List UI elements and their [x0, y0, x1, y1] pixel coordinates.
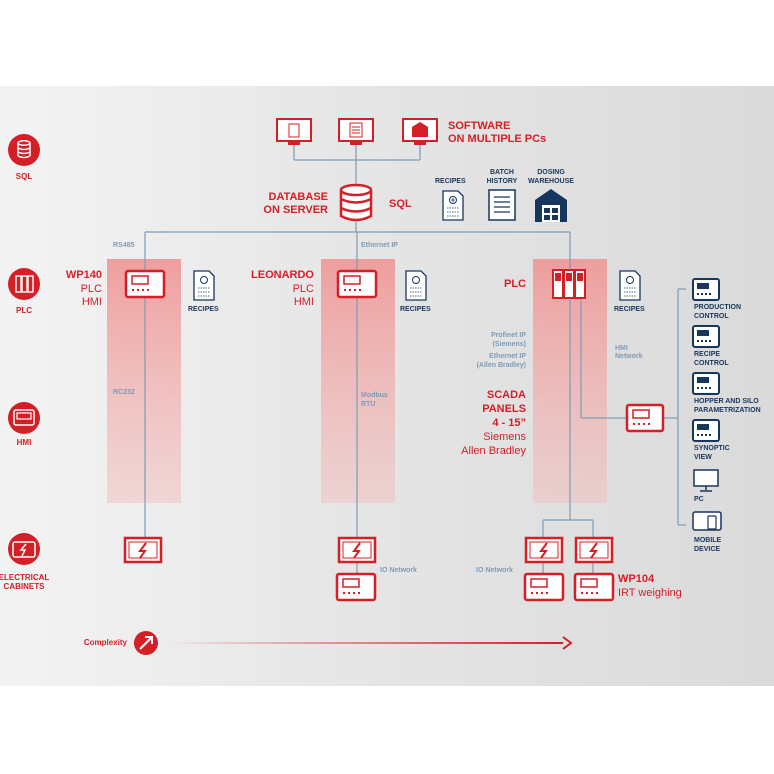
left-label-sql: SQL	[15, 172, 33, 181]
profinet-label-2: (Siemens)	[492, 341, 526, 348]
left-label-hmi: HMI	[16, 438, 32, 447]
wp140-line3: HMI	[81, 296, 102, 308]
ethernetip-ab-label-1: Ethernet IP	[489, 353, 526, 360]
modbus-label-2: RTU	[361, 401, 376, 408]
wp104-title: WP104	[618, 573, 655, 585]
software-monitor-3	[402, 118, 438, 145]
software-monitor-1	[276, 118, 312, 145]
right-item-3-line1: HOPPER AND SILO	[694, 398, 759, 405]
software-monitor-2	[338, 118, 374, 145]
left-sql-icon	[8, 134, 40, 166]
batch-history-icon	[488, 189, 516, 221]
wp104-icon	[573, 572, 615, 602]
wp140-hmi-icon	[124, 269, 166, 299]
leonardo-recipe-icon	[405, 270, 427, 301]
right-item-4-line2: VIEW	[694, 454, 712, 461]
synoptic-view-icon	[692, 419, 720, 442]
right-item-1-line2: CONTROL	[694, 313, 729, 320]
ethernetip-ab-label-2: (Allen Bradley)	[476, 362, 526, 369]
leonardo-title: LEONARDO	[251, 269, 314, 281]
dosing-label-2: WAREHOUSE	[528, 178, 574, 185]
io-hmi-plc-1-icon	[523, 572, 565, 602]
software-label-1: SOFTWARE	[448, 120, 511, 132]
plc-title: PLC	[504, 278, 526, 290]
dosing-label-1: DOSING	[537, 169, 565, 176]
right-item-6-line2: DEVICE	[694, 546, 721, 553]
right-item-4-line1: SYNOPTIC	[694, 445, 730, 452]
wp104-desc: IRT weighing	[618, 587, 682, 599]
production-control-icon	[692, 278, 720, 301]
batch-label-1: BATCH	[490, 169, 514, 176]
leonardo-line3: HMI	[293, 296, 314, 308]
left-label-cabinets-2: CABINETS	[3, 582, 45, 591]
rs485-label: RS485	[113, 242, 135, 249]
leonardo-line2: PLC	[292, 283, 314, 295]
ethernet-ip-label: Ethernet IP	[361, 242, 398, 249]
leonardo-recipes-label: RECIPES	[400, 306, 431, 313]
complexity-arrow	[165, 636, 573, 650]
warehouse-icon	[535, 189, 567, 222]
right-item-6-line1: MOBILE	[694, 537, 722, 544]
database-label-2: ON SERVER	[263, 204, 328, 216]
io-network-label-2: IO Network	[476, 567, 513, 574]
band-leonardo	[321, 259, 395, 503]
hmi-network-label-2: Network	[615, 353, 643, 360]
cabinet-plc-1-icon	[524, 536, 564, 564]
batch-label-2: HISTORY	[486, 178, 518, 185]
cabinet-wp140-icon	[123, 536, 163, 564]
scada-line5: Allen Bradley	[461, 445, 526, 457]
hmi-network-label-1: HMI	[615, 345, 628, 352]
scada-line1: SCADA	[486, 389, 526, 401]
right-item-3-line2: PARAMETRIZATION	[694, 407, 761, 414]
arrow-up-right-icon	[134, 631, 158, 655]
hopper-silo-icon	[692, 372, 720, 395]
database-label-1: DATABASE	[268, 191, 328, 203]
scada-line2: PANELS	[482, 403, 526, 415]
right-item-1-line1: PRODUCTION	[694, 304, 742, 311]
right-item-5-line1: PC	[694, 496, 704, 503]
profinet-label-1: Profinet IP	[490, 332, 526, 339]
sql-label: SQL	[389, 198, 412, 210]
cabinet-plc-2-icon	[574, 536, 614, 564]
top-recipes-label: RECIPES	[435, 178, 466, 185]
complexity-label: Complexity	[83, 638, 127, 647]
scada-line3: 4 - 15”	[492, 417, 526, 429]
plc-recipes-label: RECIPES	[614, 306, 645, 313]
left-label-cabinets-1: ELECTRICAL	[0, 573, 50, 582]
monitor-icon	[693, 469, 719, 492]
wp140-recipe-icon	[193, 270, 215, 301]
left-label-plc: PLC	[16, 306, 32, 315]
left-hmi-icon	[8, 402, 40, 434]
right-item-2-line2: CONTROL	[694, 360, 729, 367]
database-icon	[339, 183, 373, 222]
modbus-label-1: Modbus	[361, 392, 388, 399]
band-wp140	[107, 259, 181, 503]
left-cabinet-icon	[8, 533, 40, 565]
wp140-recipes-label: RECIPES	[188, 306, 219, 313]
software-label-2: ON MULTIPLE PCs	[448, 133, 547, 145]
tablet-icon	[692, 511, 722, 531]
scada-line4: Siemens	[483, 431, 526, 443]
io-network-label-1: IO Network	[380, 567, 417, 574]
leonardo-hmi-icon	[336, 269, 378, 299]
recipe-control-icon	[692, 325, 720, 348]
wp140-line2: PLC	[80, 283, 102, 295]
io-hmi-leonardo-icon	[335, 572, 377, 602]
right-item-2-line1: RECIPE	[694, 351, 721, 358]
recipe-document-icon	[442, 190, 464, 221]
wp140-title: WP140	[65, 269, 102, 281]
cabinet-leonardo-icon	[337, 536, 377, 564]
plc-rack-icon	[552, 269, 586, 299]
scada-panel-icon	[625, 403, 665, 433]
plc-recipe-icon	[619, 270, 641, 301]
left-plc-icon	[8, 268, 40, 300]
rc232-label: RC232	[113, 389, 135, 396]
